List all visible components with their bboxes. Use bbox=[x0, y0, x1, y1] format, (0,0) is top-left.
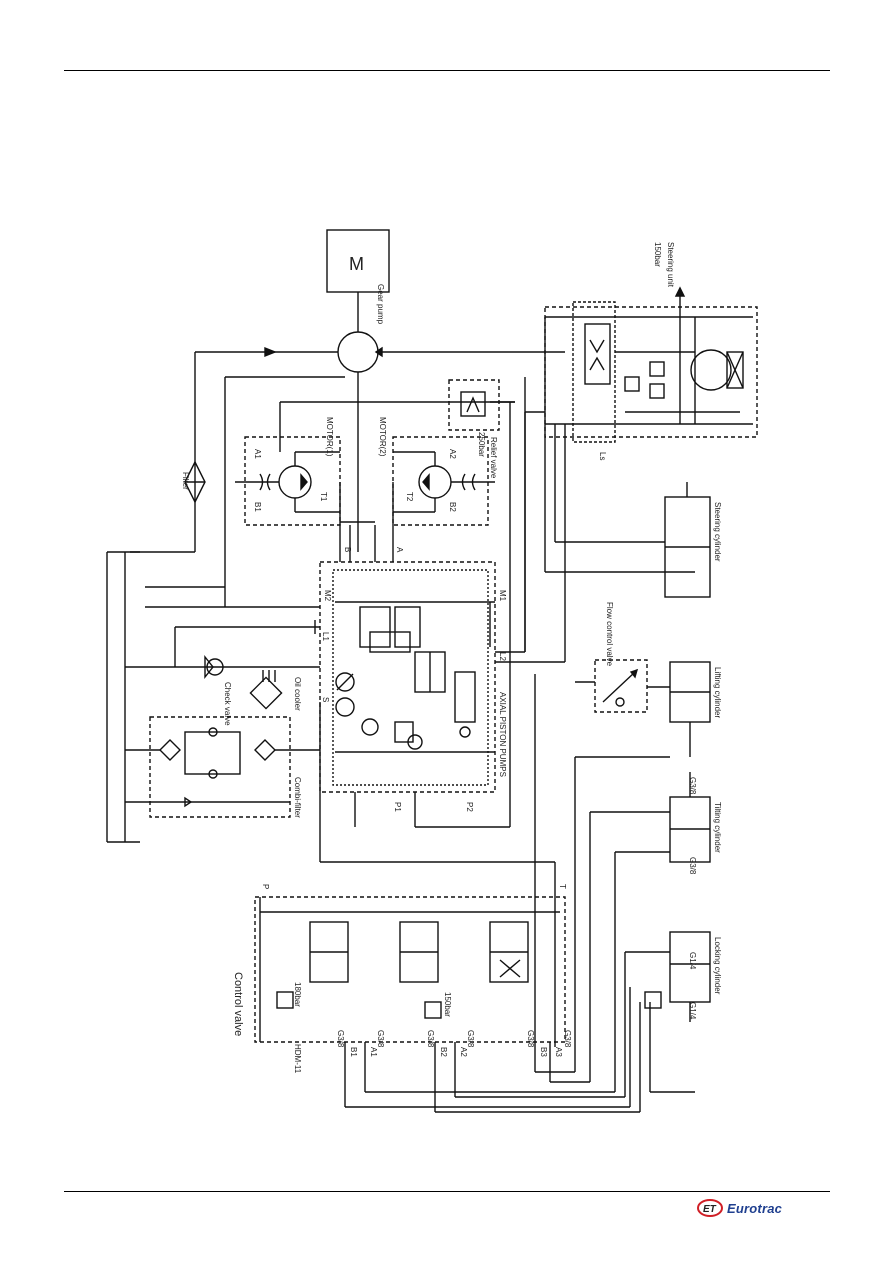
label-port-p: P bbox=[261, 884, 270, 889]
label-oil-cooler: Oil cooler bbox=[293, 677, 302, 711]
label-filter: Filter bbox=[181, 472, 190, 490]
label-control-valve-pressure: 180bar bbox=[293, 982, 302, 1007]
flow-control-valve-box bbox=[594, 659, 648, 713]
label-s: S bbox=[321, 697, 330, 702]
label-check-valve: Check valve bbox=[223, 682, 232, 726]
label-thread-5: G3/8 bbox=[526, 1030, 535, 1048]
control-valve-block bbox=[254, 896, 566, 1043]
footer-rule bbox=[64, 1191, 830, 1192]
label-tilting-cylinder: Tilting cylinder bbox=[713, 802, 722, 853]
label-control-valve-model: HDM-11 bbox=[293, 1044, 302, 1074]
label-thread-2: G3/8 bbox=[376, 1030, 385, 1048]
label-thread-10: G1/4 bbox=[688, 1002, 697, 1020]
motor2-dashed-box bbox=[392, 436, 489, 526]
label-port-a1: A1 bbox=[369, 1047, 378, 1057]
label-l1: L1 bbox=[321, 632, 330, 641]
label-a: A bbox=[395, 547, 404, 553]
pump-flow-arrow bbox=[264, 346, 277, 358]
label-steering-unit: Steering unit bbox=[666, 242, 675, 288]
label-port-b1: B1 bbox=[349, 1047, 358, 1057]
eurotrac-logo: ET Eurotrac bbox=[697, 1197, 832, 1219]
motor1-dashed-box bbox=[244, 436, 341, 526]
label-flow-control-valve: Flow control valve bbox=[605, 602, 614, 667]
eurotrac-mark-icon: ET bbox=[697, 1199, 723, 1217]
label-lifting-cylinder: Lifting cylinder bbox=[713, 667, 722, 718]
label-a2: A2 bbox=[448, 449, 457, 459]
label-port-b3: B3 bbox=[539, 1047, 548, 1057]
label-thread-3: G3/8 bbox=[426, 1030, 435, 1048]
combi-filter-dashed-box bbox=[149, 716, 291, 818]
label-thread-7: G3/8 bbox=[688, 777, 697, 795]
label-port-b2: B2 bbox=[439, 1047, 448, 1057]
label-steering-pressure: 150bar bbox=[653, 242, 662, 267]
label-thread-9: G1/4 bbox=[688, 952, 697, 970]
label-b2: B2 bbox=[448, 502, 457, 512]
label-relief-valve: Relief valve bbox=[489, 437, 498, 479]
label-motor2: MOTOR(2) bbox=[378, 417, 387, 457]
label-secondary-pressure: 150bar bbox=[443, 992, 452, 1017]
label-b: B bbox=[343, 547, 352, 552]
logo-mark-text: ET bbox=[703, 1204, 717, 1215]
label-m2: M2 bbox=[323, 590, 332, 602]
label-t1: T1 bbox=[319, 492, 328, 502]
label-l2: L2 bbox=[498, 652, 507, 661]
label-pump-symbol: M bbox=[349, 254, 364, 274]
label-thread-6: G3/8 bbox=[563, 1030, 572, 1048]
axial-piston-pump-block bbox=[319, 561, 496, 793]
label-m1: M1 bbox=[498, 590, 507, 602]
label-relief-pressure: 250bar bbox=[477, 432, 486, 457]
label-ls: Ls bbox=[598, 452, 607, 460]
label-p2: P2 bbox=[465, 802, 474, 812]
label-thread-8: G3/8 bbox=[688, 857, 697, 875]
label-port-t: T bbox=[558, 884, 567, 889]
label-control-valve: Control valve bbox=[232, 972, 244, 1036]
hydraulic-circuit-diagram: Steering unit 150bar Gear pump M Relief … bbox=[106, 229, 758, 1113]
label-p1: P1 bbox=[393, 802, 402, 812]
label-b1: B1 bbox=[253, 502, 262, 512]
label-locking-cylinder: Locking cylinder bbox=[713, 937, 722, 995]
label-t2: T2 bbox=[405, 492, 414, 502]
label-axial-pumps: AXIAL PISTON PUMPS bbox=[498, 692, 507, 777]
label-motor1: MOTOR(1) bbox=[325, 417, 334, 457]
label-steering-cylinder: Steering cylinder bbox=[713, 502, 722, 562]
relief-valve-dashed-box bbox=[448, 379, 500, 431]
label-port-a3: A3 bbox=[554, 1047, 563, 1057]
gear-pump-symbol bbox=[337, 331, 379, 373]
oil-cooler bbox=[249, 676, 283, 710]
label-gear-pump: Gear pump bbox=[376, 284, 385, 325]
return-filter bbox=[184, 460, 206, 504]
label-combi-filter: Combi-filter bbox=[293, 777, 302, 818]
steering-unit-dashed-box bbox=[544, 306, 758, 438]
label-thread-4: G3/8 bbox=[466, 1030, 475, 1048]
check-valve bbox=[206, 658, 224, 676]
label-a1: A1 bbox=[253, 449, 262, 459]
label-port-a2: A2 bbox=[459, 1047, 468, 1057]
brand-name: Eurotrac bbox=[727, 1200, 783, 1216]
label-thread-1: G3/8 bbox=[336, 1030, 345, 1048]
header-rule bbox=[64, 70, 830, 71]
